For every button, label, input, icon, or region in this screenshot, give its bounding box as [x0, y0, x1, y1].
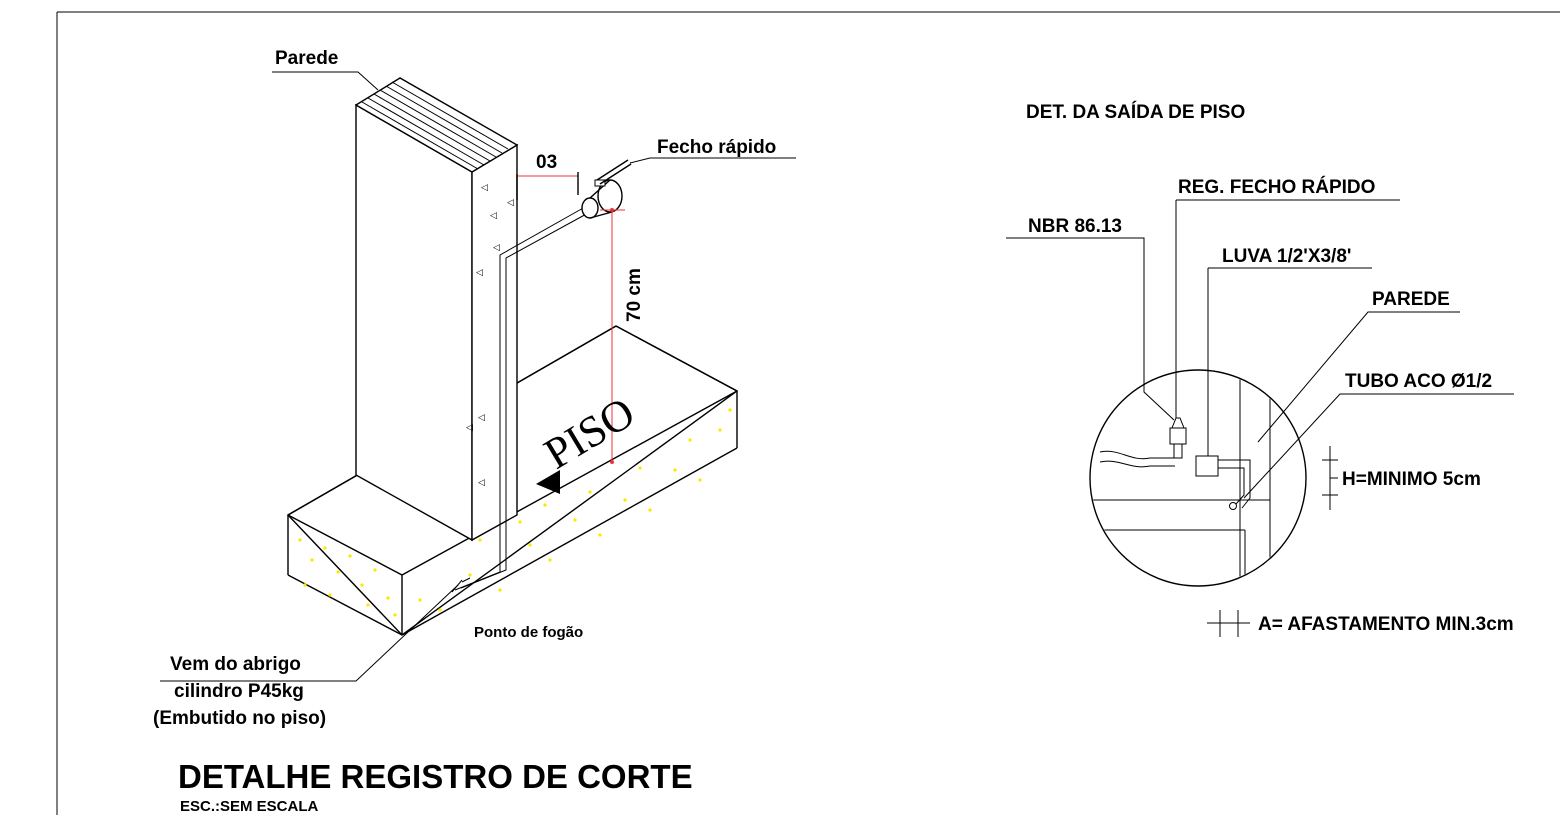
horizontal-dimension-label: 03 — [536, 152, 557, 173]
quick-close-valve-icon — [581, 159, 632, 219]
svg-text:◁: ◁ — [478, 477, 485, 487]
right-floor-outlet-detail: DET. DA SAÍDA DE PISO — [1006, 101, 1514, 637]
label-wall: PAREDE — [1372, 289, 1450, 310]
vertical-dimension-label: 70 cm — [624, 268, 645, 322]
svg-text:◁: ◁ — [490, 210, 497, 220]
source-label-line2: cilindro P45kg — [174, 681, 304, 702]
detail-leaders — [1006, 199, 1514, 637]
wall: ◁ ◁ ◁ ◁ ◁ ◁ ◁ ◁ — [354, 77, 519, 542]
floor-slab — [286, 325, 739, 636]
left-isometric-detail: ◁ ◁ ◁ ◁ ◁ ◁ ◁ ◁ — [153, 48, 796, 815]
svg-text:◁: ◁ — [507, 197, 514, 207]
svg-text:◁: ◁ — [478, 412, 485, 422]
floor-arrow-icon — [536, 470, 560, 494]
wall-label: Parede — [275, 48, 338, 69]
label-height: H=MINIMO 5cm — [1342, 469, 1481, 490]
svg-text:◁: ◁ — [476, 267, 483, 277]
floor-text: PISO — [536, 387, 643, 478]
sheet-border — [56, 11, 1560, 815]
label-spacing: A= AFASTAMENTO MIN.3cm — [1258, 614, 1514, 635]
label-norm: NBR 86.13 — [1028, 216, 1122, 237]
label-coupling: LUVA 1/2'X3/8' — [1222, 246, 1351, 267]
detail-interior — [1091, 371, 1271, 585]
valve-label: Fecho rápido — [657, 137, 776, 158]
label-tube: TUBO ACO Ø1/2 — [1345, 371, 1492, 392]
concrete-fill-dots — [298, 408, 732, 617]
drawing-title: DETALHE REGISTRO DE CORTE — [178, 758, 693, 795]
source-label-line3: (Embutido no piso) — [153, 708, 326, 729]
drawing-scale: ESC.:SEM ESCALA — [180, 798, 319, 815]
svg-text:◁: ◁ — [466, 422, 473, 432]
source-label-line1: Vem do abrigo — [170, 654, 301, 675]
cooktop-point-label: Ponto de fogão — [474, 624, 583, 641]
label-valve: REG. FECHO RÁPIDO — [1178, 176, 1375, 198]
svg-text:◁: ◁ — [493, 242, 500, 252]
detail-valve-icon — [1169, 417, 1219, 477]
detail-title: DET. DA SAÍDA DE PISO — [1026, 101, 1245, 123]
leader-lines — [160, 71, 796, 682]
svg-text:◁: ◁ — [481, 182, 488, 192]
detail-circle — [1089, 369, 1307, 587]
dimension-lines — [516, 172, 625, 464]
